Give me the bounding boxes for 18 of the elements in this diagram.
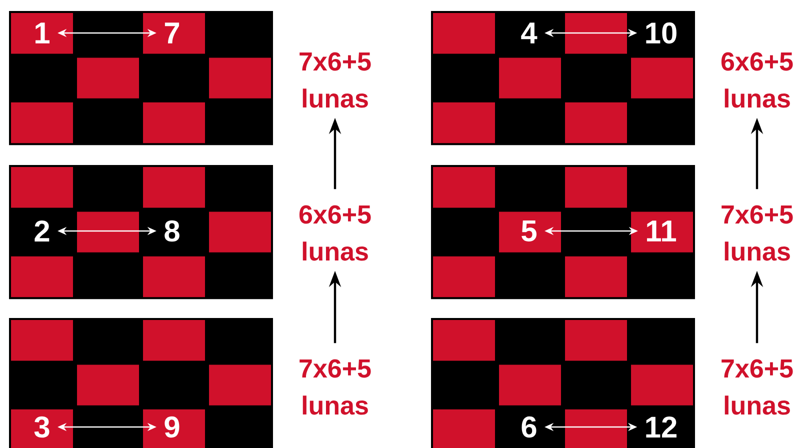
cell-number: 1 — [36, 22, 50, 44]
cell-number: 10 — [646, 22, 676, 44]
formula-label: 6x6+5 lunas — [721, 52, 793, 108]
cell-number: 3 — [34, 416, 50, 438]
cell-number: 12 — [646, 416, 676, 438]
cell-number: 8 — [164, 220, 180, 242]
cell-number: 6 — [522, 416, 536, 438]
cell-number: 2 — [34, 220, 50, 242]
cell-number: 9 — [164, 416, 180, 438]
cell-number: 4 — [521, 22, 538, 44]
formula-label: 6x6+5 lunas — [299, 205, 371, 261]
cell-number: 5 — [522, 220, 537, 242]
formula-label: 7x6+5 lunas — [722, 359, 793, 415]
formula-label: 7x6+5 lunas — [722, 205, 793, 261]
cell-number: 11 — [647, 220, 676, 242]
cell-number: 7 — [164, 22, 180, 44]
formula-label: 7x6+5 lunas — [300, 359, 371, 415]
formula-label: 7x6+5 lunas — [300, 52, 371, 108]
